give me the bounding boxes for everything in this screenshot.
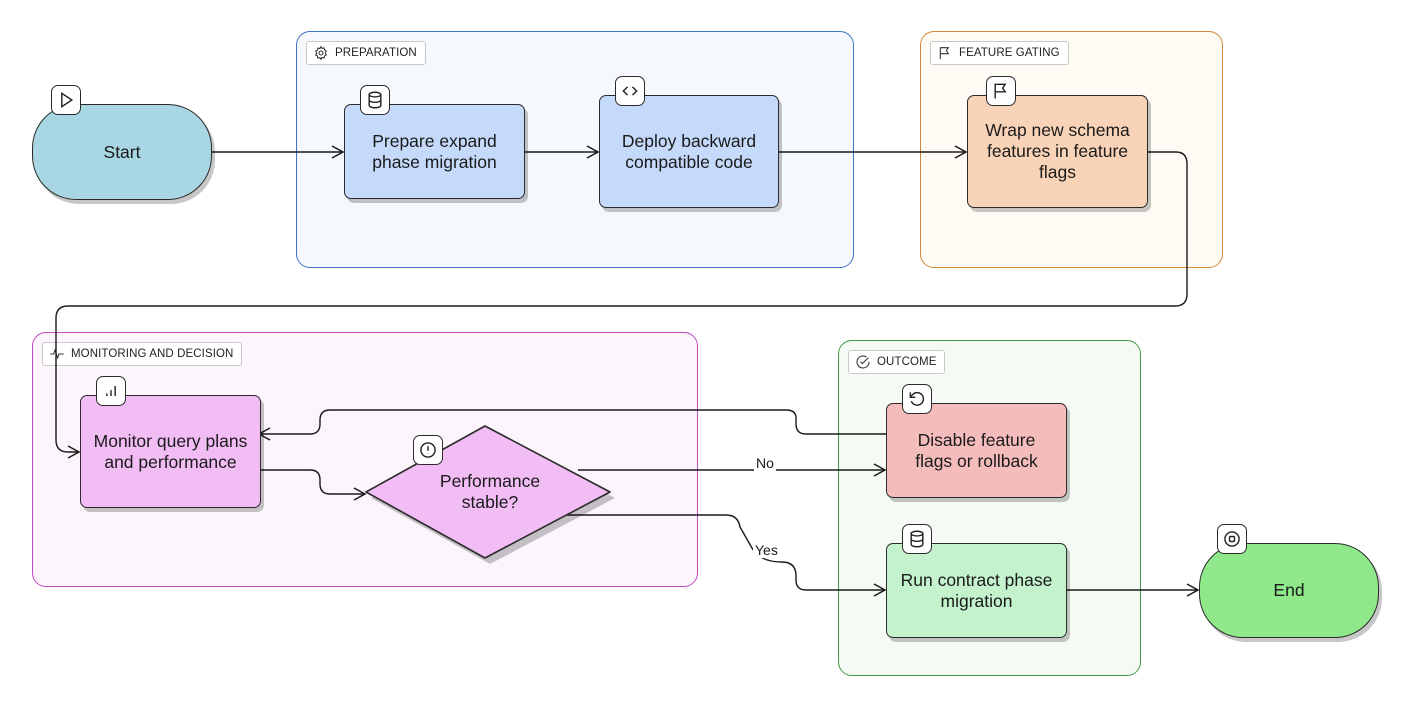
start-badge: [51, 85, 81, 115]
monitor-badge: [96, 376, 126, 406]
node-label: Monitor query plans and performance: [93, 430, 248, 472]
deploy-badge: [615, 76, 645, 106]
check-circle-icon: [856, 355, 870, 369]
gear-icon: [315, 45, 327, 61]
database-icon: [368, 91, 382, 109]
prepare-node[interactable]: Prepare expand phase migration: [344, 104, 525, 199]
node-label: Run contract phase migration: [900, 569, 1053, 611]
end-node[interactable]: End: [1199, 543, 1379, 638]
contract-badge: [902, 524, 932, 554]
edge-label-no: No: [754, 455, 776, 471]
group-title: MONITORING AND DECISION: [71, 348, 234, 360]
node-label: End: [1273, 580, 1305, 600]
node-label: Start: [103, 141, 141, 162]
node-label: Performance stable?: [439, 471, 541, 512]
stop-circle-icon: [1224, 531, 1240, 547]
end-badge: [1217, 524, 1247, 554]
rotate-ccw-icon: [909, 391, 925, 406]
group-label-outcome: OUTCOME: [848, 350, 946, 374]
decision-badge: [413, 435, 443, 465]
flag-icon: [939, 47, 950, 59]
database-icon: [910, 530, 924, 548]
group-title: PREPARATION: [335, 47, 417, 59]
disable-node[interactable]: Disable feature flags or rollback: [886, 403, 1067, 498]
bar-chart-icon: [106, 386, 116, 396]
group-title: FEATURE GATING: [959, 47, 1060, 59]
group-label-preparation: PREPARATION: [306, 41, 426, 65]
wrap-node[interactable]: Wrap new schema features in feature flag…: [967, 95, 1148, 208]
contract-node[interactable]: Run contract phase migration: [886, 543, 1067, 638]
decision-label-wrap: Performance stable?: [410, 462, 570, 522]
node-label: Wrap new schema features in feature flag…: [985, 120, 1130, 182]
prepare-badge: [360, 85, 390, 115]
edge-label-yes: Yes: [753, 542, 780, 558]
wrap-badge: [986, 76, 1016, 106]
group-label-feature-gating: FEATURE GATING: [930, 41, 1069, 65]
play-icon: [61, 92, 74, 108]
start-node[interactable]: Start: [32, 104, 212, 200]
monitor-node[interactable]: Monitor query plans and performance: [80, 395, 261, 508]
code-icon: [622, 86, 638, 96]
deploy-node[interactable]: Deploy backward compatible code: [599, 95, 779, 208]
node-label: Prepare expand phase migration: [372, 130, 497, 172]
group-title: OUTCOME: [877, 356, 937, 368]
disable-badge: [902, 384, 932, 414]
alert-circle-icon: [420, 442, 436, 458]
node-label: Disable feature flags or rollback: [915, 429, 1038, 471]
node-label: Deploy backward compatible code: [621, 130, 757, 172]
group-label-monitoring: MONITORING AND DECISION: [42, 342, 243, 366]
flag-icon: [994, 83, 1007, 99]
activity-icon: [50, 348, 64, 360]
